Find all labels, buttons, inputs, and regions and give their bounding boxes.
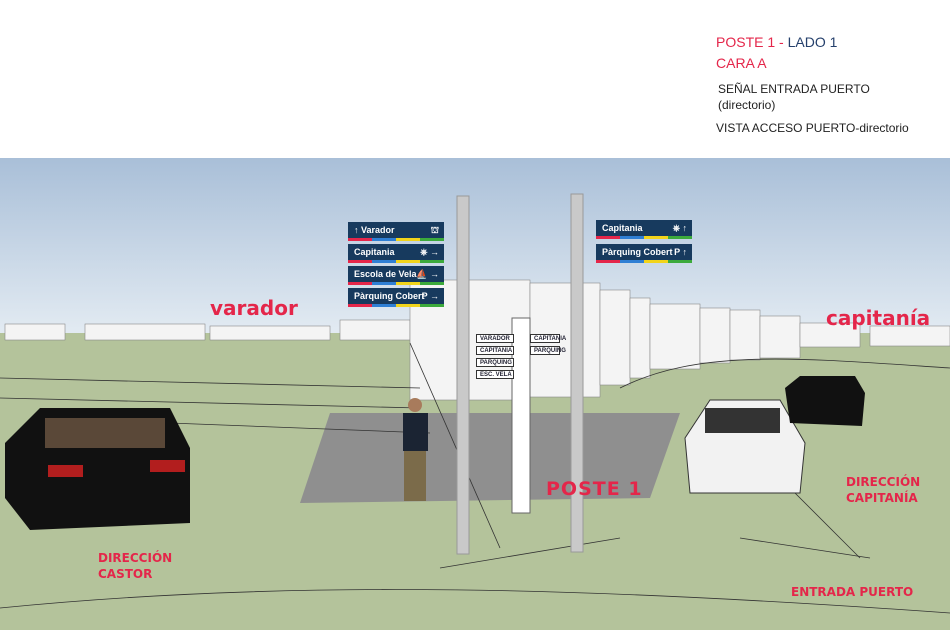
title-line: POSTE 1 - LADO 1	[716, 34, 837, 50]
small-sign: ESC. VELA	[476, 370, 514, 379]
render-scene: ↑ Varador ⛫ Capitania ⎈ → Escola de Vela⛵ → P…	[0, 158, 950, 630]
boat-lift-icon: ⛫	[430, 225, 439, 235]
plaza-shadow	[300, 413, 680, 503]
sailboat-arrow-right-icon: ⛵ →	[416, 269, 439, 279]
label-direccion-castor-2: CASTOR	[98, 567, 153, 581]
small-sign: PARQUING	[476, 358, 514, 367]
lado-title: LADO 1	[787, 34, 838, 50]
small-sign: PARQUING	[530, 346, 566, 355]
car-white	[684, 399, 806, 494]
sign-poles	[456, 193, 584, 555]
direction-sign: Escola de Vela⛵ →	[348, 266, 444, 285]
direction-sign: Capitania ⎈ →	[348, 244, 444, 263]
sign-label: Pàrquing Cobert	[354, 291, 425, 301]
small-sign: VARADOR	[476, 334, 514, 343]
description-1: SEÑAL ENTRADA PUERTO	[718, 82, 870, 96]
sign-label: Escola de Vela	[354, 269, 417, 279]
header: POSTE 1 - LADO 1 CARA A SEÑAL ENTRADA PU…	[0, 0, 950, 158]
direction-sign: ↑ Varador ⛫	[348, 222, 444, 241]
label-direccion-capitania-1: DIRECCIÓN	[846, 475, 921, 489]
parking-arrow-right-icon: P →	[421, 291, 439, 301]
cara-title: CARA A	[716, 55, 767, 71]
label-varador: varador	[210, 296, 298, 320]
parking-arrow-up-icon: P ↑	[674, 247, 687, 257]
helm-arrow-up-icon: ⎈ ↑	[672, 223, 687, 233]
sign-label: ↑ Varador	[354, 225, 395, 235]
label-direccion-capitania-2: CAPITANÍA	[846, 491, 918, 505]
direction-sign: Capitania ⎈ ↑	[596, 220, 692, 239]
person	[403, 398, 428, 501]
label-entrada-puerto: ENTRADA PUERTO	[791, 585, 914, 599]
description-2: (directorio)	[718, 98, 776, 112]
small-sign: CAPITANIA	[476, 346, 514, 355]
helm-arrow-right-icon: ⎈ →	[420, 247, 439, 257]
label-capitania: capitanía	[826, 306, 931, 330]
label-poste: POSTE 1	[546, 478, 643, 500]
road-lines	[0, 342, 950, 614]
car-left	[5, 408, 190, 530]
sign-label: Pàrquing Cobert	[602, 247, 673, 257]
description-3: VISTA ACCESO PUERTO-directorio	[716, 121, 909, 135]
small-sign: CAPITANIA	[530, 334, 566, 343]
sign-label: Capitania	[602, 223, 643, 233]
sign-label: Capitania	[354, 247, 395, 257]
label-direccion-castor-1: DIRECCIÓN	[98, 551, 173, 565]
car-dark-right	[785, 376, 865, 426]
poste-title: POSTE 1 -	[716, 34, 788, 50]
